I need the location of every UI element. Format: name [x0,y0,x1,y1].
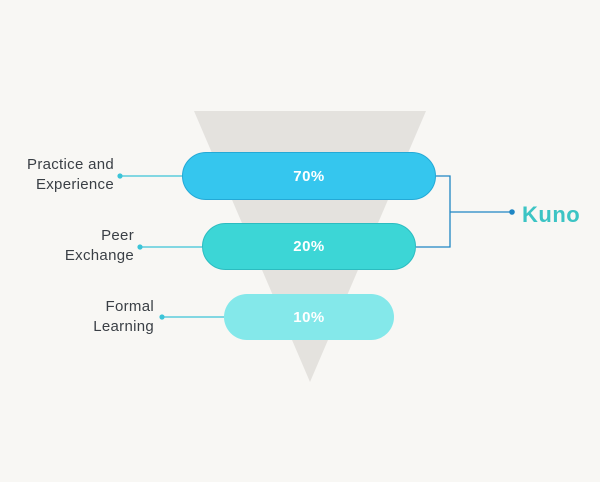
level-3-label-line1: Formal [105,298,154,315]
connector-dot-level-1 [117,173,123,179]
level-3-bar: 10% [224,294,394,340]
kuno-logo-text: Kuno [522,202,581,227]
level-2-label-line2: Exchange [64,247,134,264]
level-2-bar: 20% [202,223,416,270]
level-3-label: Formal Learning [44,297,154,337]
level-2-percent: 20% [293,238,325,255]
connector-dot-level-2 [137,244,143,250]
logo-bracket-dot [509,209,515,215]
level-3-percent: 10% [293,308,325,326]
level-1-label-line2: Experience [35,176,114,193]
level-1-label-line1: Practice and [27,156,114,173]
level-3-label-line2: Learning [93,318,154,335]
level-2-label-line1: Peer [101,227,134,244]
level-2-label: Peer Exchange [24,226,134,266]
connector-dot-level-3 [159,314,165,320]
level-1-percent: 70% [293,167,325,185]
level-1-label: Practice and Experience [4,155,114,195]
level-1-bar: 70% [182,152,436,200]
kuno-logo: Kuno [522,202,580,228]
